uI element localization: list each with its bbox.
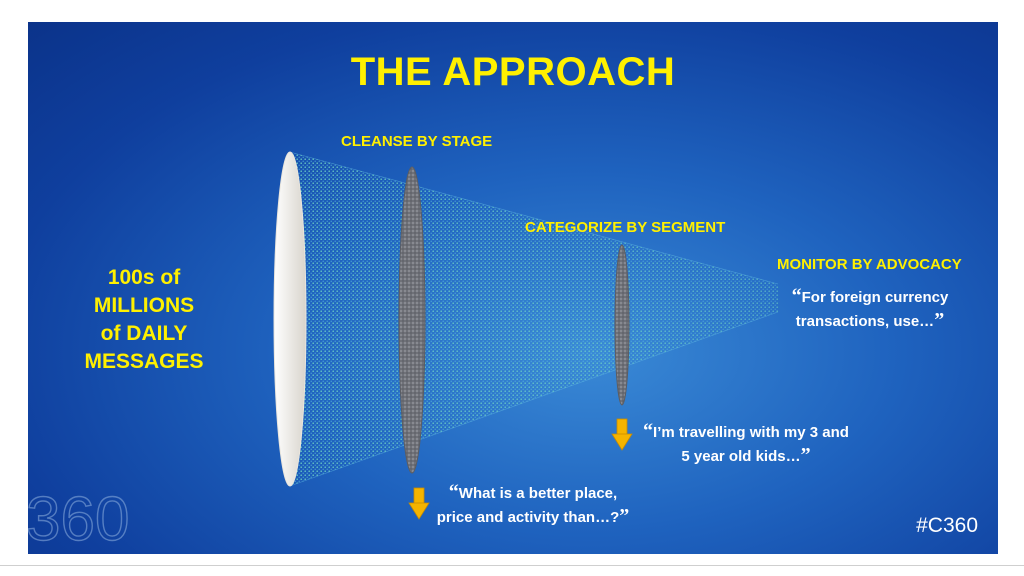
source-label-line: of DAILY [100,322,188,345]
categorize-lens [614,244,630,406]
quote-line: For foreign currency [801,289,949,306]
down-arrow-icon [611,418,633,451]
slide: 360 THE APPROACH 100s of MILLIONS of DAI… [28,22,998,554]
open-quote-mark: “ [791,285,802,307]
source-label: 100s of MILLIONS of DAILY MESSAGES [58,264,230,376]
open-quote-mark: “ [448,481,459,503]
quote-line: I’m travelling with my 3 and [653,424,849,441]
close-quote-mark: ” [800,444,811,466]
cleanse-lens [398,166,426,474]
entry-lens [273,151,307,487]
funnel-edge-top [289,151,779,285]
quote-line: What is a better place, [458,485,618,502]
open-quote-mark: “ [643,420,654,442]
stage-label-categorize: CATEGORIZE BY SEGMENT [525,219,726,236]
quote-cleanse: “What is a better place, price and activ… [408,481,658,529]
hashtag: #C360 [916,514,978,537]
quote-monitor: “For foreign currency transactions, use…… [770,285,970,333]
quote-line: transactions, use… [795,313,935,330]
c360-logo: 360 [28,484,130,554]
close-quote-mark: ” [934,309,945,331]
funnel-edge-bottom [289,311,779,487]
close-quote-mark: ” [619,505,630,527]
page-divider [0,565,1024,566]
quote-line: 5 year old kids… [681,448,801,465]
stage-label-cleanse: CLEANSE BY STAGE [341,133,493,150]
quote-categorize: “I’m travelling with my 3 and 5 year old… [616,420,876,468]
source-label-line: MESSAGES [84,350,204,373]
stage-label-monitor: MONITOR BY ADVOCACY [777,256,962,273]
funnel-diagram [273,151,779,520]
source-label-line: 100s of MILLIONS [93,266,195,317]
slide-title: THE APPROACH [350,50,676,94]
down-arrow-icon [408,487,430,520]
svg-text:360: 360 [28,485,129,554]
quote-line: price and activity than…? [436,509,620,526]
